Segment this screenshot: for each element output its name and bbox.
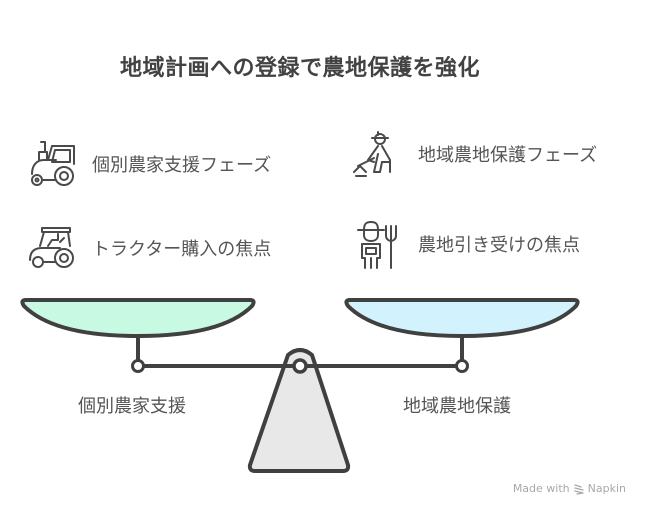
- right-item-label: 地域農地保護フェーズ: [418, 145, 598, 166]
- left-item-tractor-purchase-focus: トラクター購入の焦点: [26, 222, 271, 274]
- left-joint: [131, 359, 145, 373]
- made-with-text: Made with: [512, 482, 570, 495]
- left-item-label: トラクター購入の焦点: [92, 239, 272, 260]
- right-pan-label: 地域農地保護: [403, 396, 511, 417]
- napkin-watermark[interactable]: Made with Napkin: [513, 482, 626, 495]
- farmer-tilling-icon: [353, 131, 391, 177]
- right-item-farmland-acceptance-focus: 農地引き受けの焦点: [352, 218, 580, 270]
- right-joint: [455, 359, 469, 373]
- napkin-brand-text: Napkin: [587, 482, 626, 495]
- pivot: [292, 358, 308, 374]
- left-item-individual-support-phase: 個別農家支援フェーズ: [26, 138, 271, 190]
- tractor-icon: [31, 141, 75, 186]
- right-pan: [344, 298, 580, 338]
- right-item-label: 農地引き受けの焦点: [418, 235, 580, 256]
- left-pan: [20, 298, 256, 338]
- left-item-label: 個別農家支援フェーズ: [92, 155, 272, 176]
- left-pan-label: 個別農家支援: [78, 396, 186, 417]
- fulcrum: [247, 348, 351, 473]
- diagram-title: 地域計画への登録で農地保護を強化: [119, 56, 480, 81]
- farmer-pitchfork-icon: [357, 221, 397, 269]
- tractor-cab-icon: [29, 227, 74, 268]
- right-item-regional-protection-phase: 地域農地保護フェーズ: [352, 128, 597, 180]
- napkin-logo-icon: [573, 483, 584, 495]
